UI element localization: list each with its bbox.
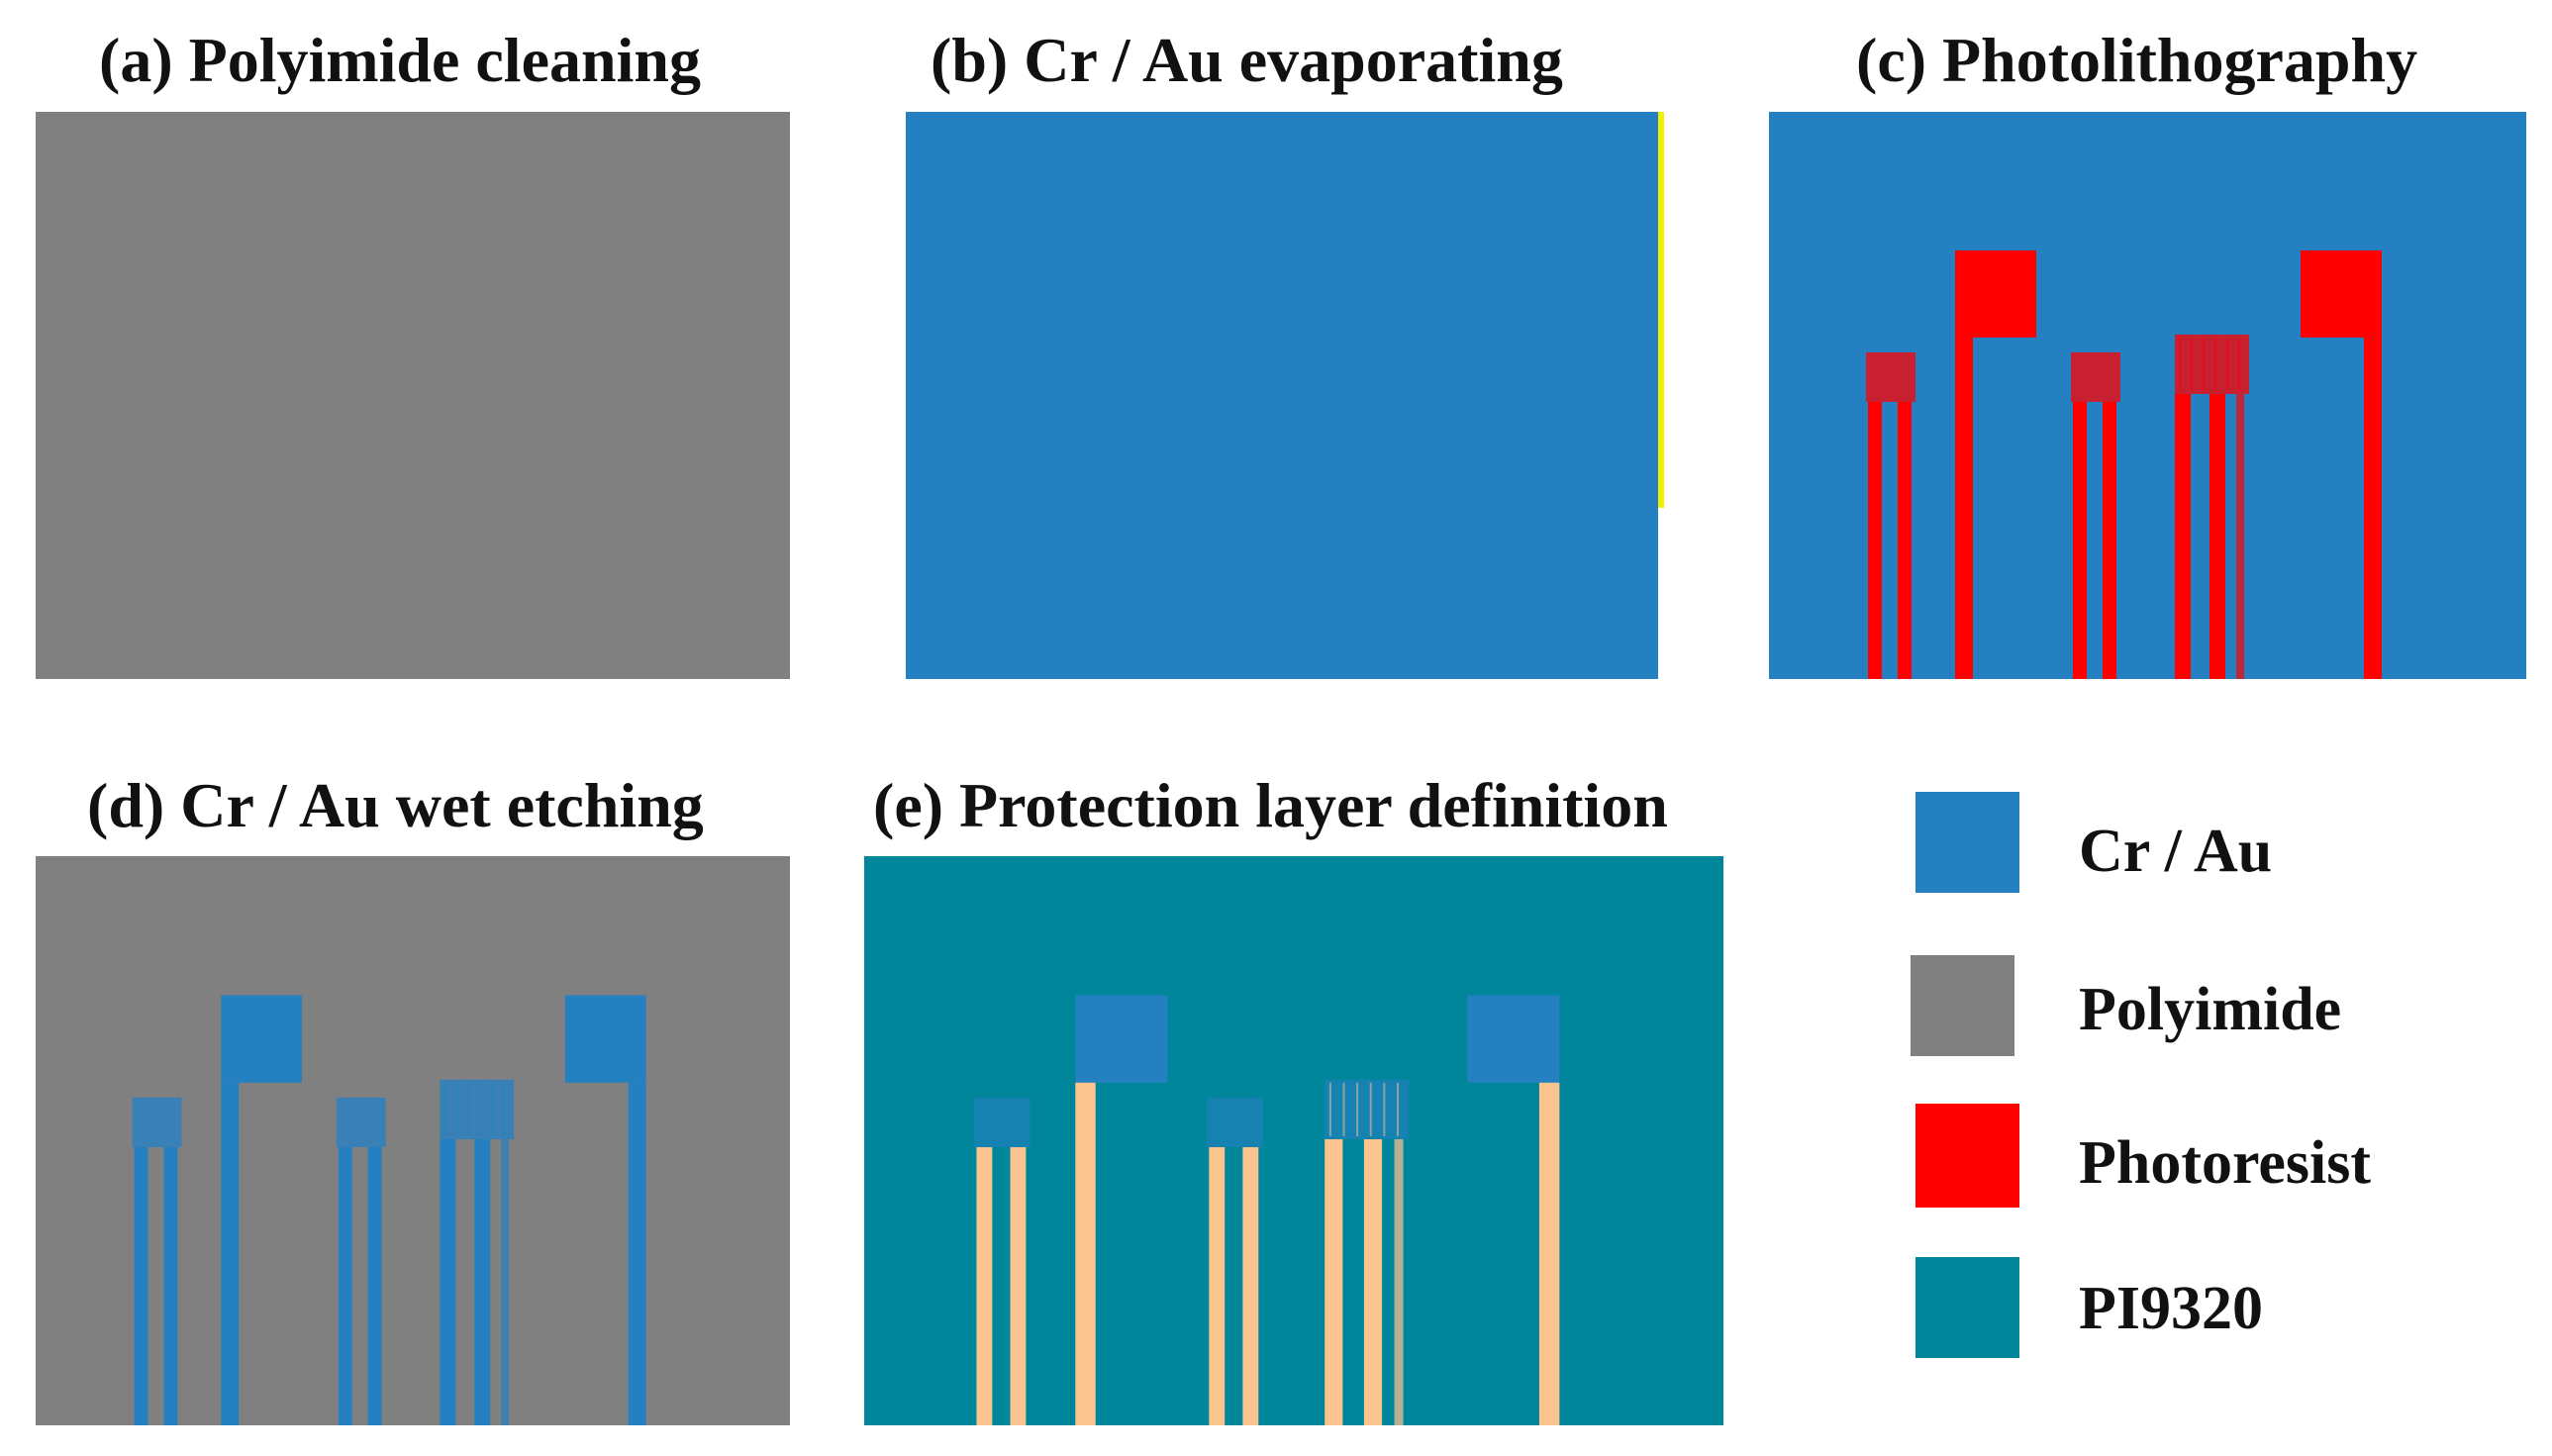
- trace-5: [1538, 1082, 1560, 1425]
- panel-b: [906, 112, 1664, 679]
- legend-swatch-pi9320: [1915, 1257, 2019, 1358]
- trace-4b: [1363, 1138, 1383, 1425]
- panel-d: [36, 856, 790, 1425]
- trace-1b: [163, 1147, 178, 1425]
- trace-3a: [338, 1147, 352, 1425]
- trace-1a: [1868, 402, 1882, 679]
- trace-1a: [976, 1147, 993, 1425]
- panel-d-title: (d) Cr / Au wet etching: [87, 770, 704, 840]
- panel-b-gold-edge: [1658, 112, 1664, 508]
- small-pad-2: [1207, 1097, 1263, 1148]
- trace-5: [628, 1082, 646, 1425]
- small-pad-2: [2071, 352, 2120, 402]
- trace-4c: [501, 1138, 510, 1425]
- panel-d-electrode-pattern: [132, 995, 646, 1425]
- trace-4b: [2209, 394, 2225, 679]
- trace-3a: [2073, 402, 2087, 679]
- panel-c-title: (c) Photolithography: [1856, 25, 2417, 95]
- trace-3b: [2103, 402, 2116, 679]
- small-pad-1: [974, 1097, 1031, 1148]
- legend-label-pi9320: PI9320: [2079, 1275, 2263, 1342]
- panel-e-electrode-pattern: [974, 995, 1560, 1425]
- trace-2: [1075, 1082, 1096, 1425]
- panel-a-substrate: [36, 112, 790, 679]
- trace-2: [221, 1082, 240, 1425]
- trace-4a: [2175, 394, 2191, 679]
- trace-1b: [1010, 1147, 1027, 1425]
- trace-4b: [474, 1138, 491, 1425]
- large-pad-2: [1467, 995, 1560, 1083]
- panel-e-title: (e) Protection layer definition: [873, 770, 1668, 840]
- trace-2: [1955, 338, 1973, 679]
- legend-label-cr-au: Cr / Au: [2079, 818, 2272, 885]
- trace-3a: [1209, 1147, 1226, 1425]
- panel-c-electrode-pattern: [1866, 250, 2382, 679]
- legend-label-polyimide: Polyimide: [2079, 976, 2341, 1043]
- large-pad-2: [564, 995, 646, 1083]
- comb-pad: [440, 1079, 515, 1139]
- small-pad-1: [1866, 352, 1915, 402]
- legend-swatch-polyimide: [1911, 955, 2014, 1056]
- trace-5: [2364, 338, 2382, 679]
- trace-4c: [2236, 394, 2244, 679]
- comb-pad: [2175, 335, 2249, 394]
- large-pad-1: [221, 995, 302, 1083]
- legend-label-photoresist: Photoresist: [2079, 1129, 2371, 1197]
- comb-pad: [1325, 1079, 1410, 1139]
- panel-e: [864, 856, 1723, 1425]
- legend-swatch-photoresist: [1915, 1104, 2019, 1208]
- panel-b-substrate: [906, 112, 1658, 679]
- trace-4a: [440, 1138, 456, 1425]
- large-pad-2: [2301, 250, 2382, 338]
- legend-swatch-cr-au: [1915, 792, 2019, 893]
- trace-3b: [1242, 1147, 1259, 1425]
- panel-a: [36, 112, 790, 679]
- trace-4c: [1394, 1138, 1404, 1425]
- trace-4a: [1325, 1138, 1343, 1425]
- panel-b-title: (b) Cr / Au evaporating: [931, 25, 1563, 95]
- large-pad-1: [1955, 250, 2036, 338]
- trace-3b: [367, 1147, 382, 1425]
- small-pad-2: [336, 1097, 386, 1148]
- small-pad-1: [132, 1097, 182, 1148]
- panel-c: [1769, 112, 2526, 679]
- trace-1a: [134, 1147, 148, 1425]
- panel-a-title: (a) Polyimide cleaning: [99, 25, 701, 95]
- trace-1b: [1898, 402, 1912, 679]
- legend: Cr / Au Polyimide Photoresist PI9320: [1911, 792, 2371, 1358]
- large-pad-1: [1075, 995, 1168, 1083]
